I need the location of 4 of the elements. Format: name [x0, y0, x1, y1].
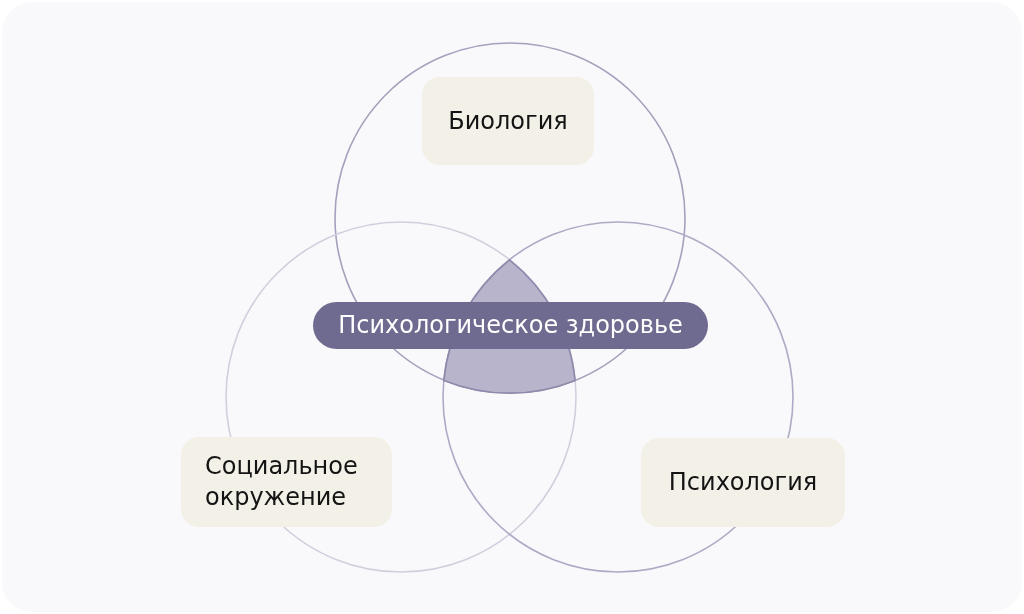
- topic-box: Психология: [641, 438, 845, 527]
- topic-box: Социальное окружение: [181, 437, 392, 527]
- center-pill: Психологическое здоровье: [313, 302, 708, 349]
- topic-box: Биология: [422, 77, 594, 165]
